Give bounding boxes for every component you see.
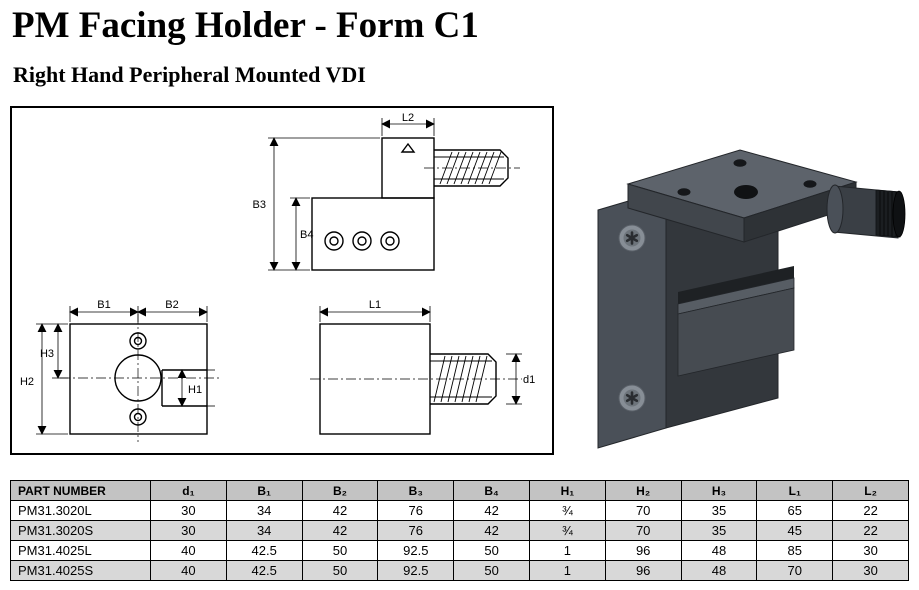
dim-label-h2: H2 [20,376,34,388]
technical-drawing-panel: L2 B3 B4 B1 B2 H3 H2 H1 L1 d1 [10,106,554,455]
spec-cell: 42.5 [225,540,303,561]
spec-cell: 70 [604,520,682,541]
column-header-part-number: PART NUMBER [10,480,151,501]
spec-cell: 42 [453,500,530,521]
spec-cell: 1 [528,540,606,561]
spec-cell: 70 [756,560,834,581]
column-header: L₁ [756,480,834,501]
side-view-top [311,137,509,271]
spec-cell: 85 [756,540,834,561]
spec-cell: 40 [150,560,227,581]
spec-cell: 22 [832,520,909,541]
spec-cell: 96 [604,540,682,561]
torx-screw-bottom [618,384,646,412]
column-header: B₃ [377,480,455,501]
dim-label-h3: H3 [40,348,54,360]
spec-cell: ¾ [528,500,606,521]
dim-label-b4: B4 [300,229,313,241]
spec-cell: 35 [680,520,758,541]
spec-cell: 50 [301,560,379,581]
spec-cell: 42.5 [225,560,303,581]
spec-cell: 22 [832,500,909,521]
spec-cell: 30 [832,560,909,581]
spec-cell: 92.5 [377,560,455,581]
spec-cell: 35 [680,500,758,521]
spec-cell: 92.5 [377,540,455,561]
part-number-cell: PM31.3020S [10,520,151,541]
spec-cell: 76 [377,500,455,521]
mount-hole [803,180,817,188]
dim-label-b2: B2 [165,299,178,311]
side-view-bottom [319,323,497,435]
dimension-lines [36,118,522,435]
product-photo [597,149,906,449]
spec-cell: 50 [453,560,530,581]
part-number-cell: PM31.3020L [10,500,151,521]
spec-cell: 42 [301,500,379,521]
spec-cell: 45 [756,520,834,541]
spec-cell: 48 [680,540,758,561]
spec-cell: 96 [604,560,682,581]
product-photo-panel [588,106,916,458]
technical-drawing: L2 B3 B4 B1 B2 H3 H2 H1 L1 d1 [20,112,535,442]
front-view [69,323,208,435]
holder-3d-illustration [597,149,906,449]
dim-label-d1: d1 [523,374,535,386]
column-header: d₁ [150,480,227,501]
dim-label-b1: B1 [97,299,110,311]
part-number-cell: PM31.4025S [10,560,151,581]
spec-cell: 50 [301,540,379,561]
dim-label-l1: L1 [369,299,381,311]
torx-screw-top [618,224,646,252]
spec-cell: 50 [453,540,530,561]
spec-cell: 42 [453,520,530,541]
spec-cell: 48 [680,560,758,581]
spec-cell: 30 [150,520,227,541]
page-subtitle: Right Hand Peripheral Mounted VDI [13,62,366,87]
column-header: H₂ [604,480,682,501]
column-header: B₁ [225,480,303,501]
column-header: H₁ [528,480,606,501]
dim-label-b3: B3 [253,199,266,211]
dim-label-l2: L2 [402,112,414,124]
centerlines [60,167,522,442]
center-bore [734,185,758,199]
mount-hole [677,188,691,196]
column-header: B₂ [301,480,379,501]
spec-cell: 1 [528,560,606,581]
spec-cell: 70 [604,500,682,521]
spec-cell: 34 [225,500,303,521]
column-header: H₃ [680,480,758,501]
spec-cell: 30 [832,540,909,561]
page-title: PM Facing Holder - Form C1 [12,5,479,46]
spec-cell: 76 [377,520,455,541]
dim-label-h1: H1 [188,384,202,396]
spec-cell: ¾ [528,520,606,541]
part-number-cell: PM31.4025L [10,540,151,561]
vdi-shank [826,184,906,239]
column-header: B₄ [453,480,530,501]
column-header: L₂ [832,480,909,501]
spec-cell: 42 [301,520,379,541]
spec-cell: 34 [225,520,303,541]
mount-hole [733,159,747,167]
spec-cell: 30 [150,500,227,521]
spec-cell: 40 [150,540,227,561]
spec-cell: 65 [756,500,834,521]
